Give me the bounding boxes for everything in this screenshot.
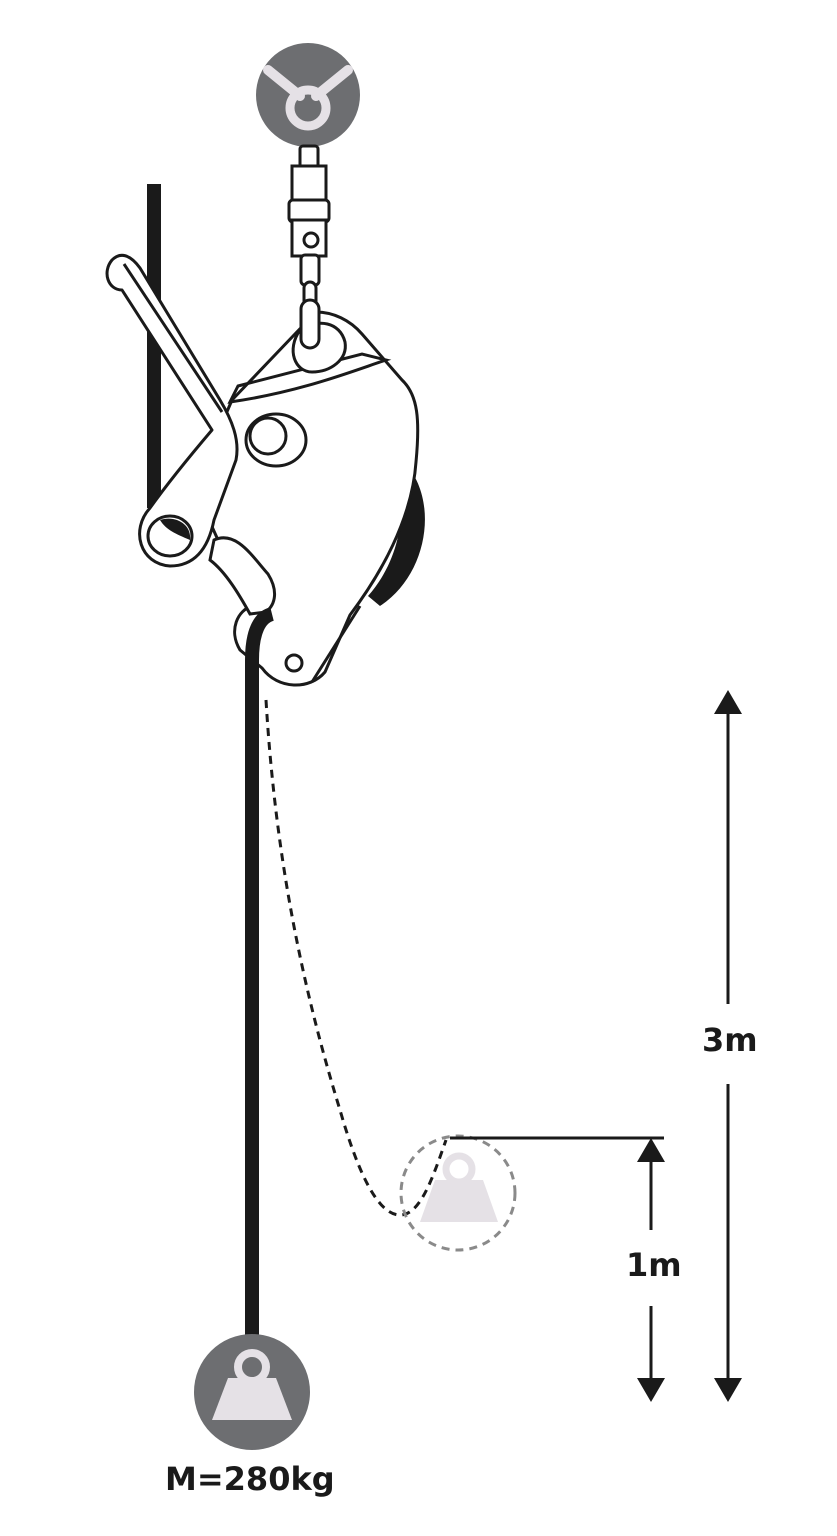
falling-rope-path bbox=[264, 699, 448, 1217]
mass-label: M=280kg bbox=[165, 1460, 335, 1498]
lower-rope bbox=[245, 607, 275, 1342]
total-height-arrow bbox=[714, 690, 742, 1402]
weight-icon bbox=[194, 1334, 310, 1450]
total-height-label: 3m bbox=[702, 1021, 758, 1059]
anchor-icon bbox=[256, 43, 360, 147]
handle-lever bbox=[105, 253, 239, 568]
fall-height-arrow bbox=[450, 1136, 665, 1402]
fall-height-label: 1m bbox=[626, 1246, 682, 1284]
falling-weight-icon bbox=[399, 1134, 517, 1252]
rope-device bbox=[198, 298, 425, 687]
